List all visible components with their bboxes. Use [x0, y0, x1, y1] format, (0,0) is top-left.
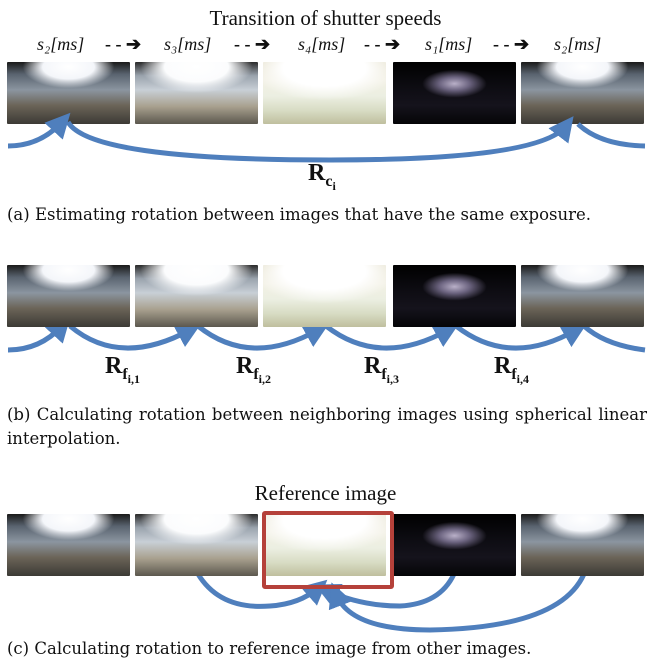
arrow-right-icon: - - ➔ — [493, 34, 530, 54]
rotation-label-rf3: Rfi,3 — [364, 353, 400, 386]
panorama-image — [393, 62, 516, 124]
reference-panorama-image — [263, 514, 386, 576]
arrow-right-icon: - - ➔ — [364, 34, 401, 54]
panorama-image — [521, 62, 644, 124]
section-a-title: Transition of shutter speeds — [209, 6, 442, 30]
arrow-right-icon: - - ➔ — [234, 34, 271, 54]
reference-frame — [262, 511, 394, 589]
panorama-image — [135, 265, 258, 327]
arrow-right-icon: - - ➔ — [105, 34, 142, 54]
rotation-label-rc: Rci — [308, 160, 336, 193]
section-c-title: Reference image — [254, 481, 397, 505]
panorama-image — [7, 514, 130, 576]
rotation-label-rf2: Rfi,2 — [236, 353, 272, 386]
shutter-sequence: s₂[ms] - - ➔ s₃[ms] - - ➔ s₄[ms] - - ➔ s… — [0, 34, 651, 58]
rotation-label-rf4: Rfi,4 — [494, 353, 530, 386]
panorama-image — [393, 514, 516, 576]
shutter-label-5: s₂[ms] — [554, 34, 602, 54]
panorama-image — [521, 265, 644, 327]
panorama-image — [393, 265, 516, 327]
shutter-label-2: s₃[ms] — [164, 34, 212, 54]
panorama-image — [135, 62, 258, 124]
panorama-image — [263, 265, 386, 327]
caption-c: (c) Calculating rotation to reference im… — [7, 639, 532, 658]
shutter-label-3: s₄[ms] — [298, 34, 346, 54]
shutter-label-4: s₁[ms] — [425, 34, 473, 54]
panorama-image — [135, 514, 258, 576]
rotation-label-rf1: Rfi,1 — [105, 353, 141, 386]
panorama-image — [521, 514, 644, 576]
shutter-label-1: s₂[ms] — [37, 34, 85, 54]
caption-b: (b) Calculating rotation between neighbo… — [7, 405, 647, 448]
caption-a: (a) Estimating rotation between images t… — [7, 205, 592, 224]
panorama-image — [263, 62, 386, 124]
panorama-image — [7, 265, 130, 327]
